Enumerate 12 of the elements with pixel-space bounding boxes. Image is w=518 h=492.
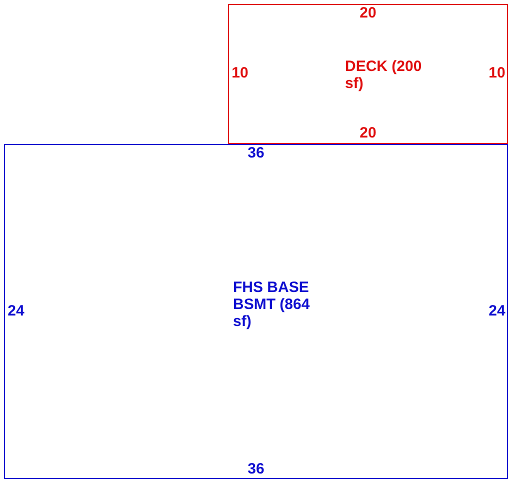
dimension-label: 10 <box>488 64 506 82</box>
dimension-label: 36 <box>248 144 264 162</box>
floor-plan-area <box>228 4 508 144</box>
dimension-label: 36 <box>248 460 264 478</box>
dimension-label: 24 <box>8 302 24 320</box>
dimension-label: 20 <box>360 124 376 142</box>
area-label: DECK (200 sf) <box>345 58 423 92</box>
floor-plan-area <box>4 144 508 479</box>
dimension-label: 10 <box>232 64 248 82</box>
area-label: FHS BASE BSMT (864 sf) <box>233 279 311 330</box>
dimension-label: 24 <box>488 302 506 320</box>
dimension-label: 20 <box>360 4 376 22</box>
